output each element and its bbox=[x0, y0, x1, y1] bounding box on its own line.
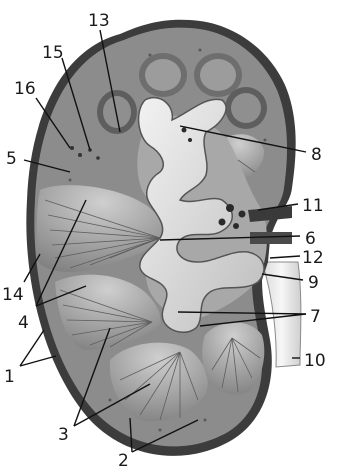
label-1: 1 bbox=[4, 367, 15, 387]
label-2: 2 bbox=[118, 451, 129, 469]
label-5: 5 bbox=[6, 149, 17, 169]
label-16: 16 bbox=[14, 79, 36, 99]
label-9: 9 bbox=[308, 273, 319, 293]
label-15: 15 bbox=[42, 43, 64, 63]
label-12: 12 bbox=[302, 248, 324, 268]
label-4: 4 bbox=[18, 313, 29, 333]
label-7: 7 bbox=[310, 307, 321, 327]
label-13: 13 bbox=[88, 11, 110, 31]
label-6: 6 bbox=[305, 229, 316, 249]
label-10: 10 bbox=[304, 351, 326, 371]
label-14: 14 bbox=[2, 285, 24, 305]
label-8: 8 bbox=[311, 145, 322, 165]
label-3: 3 bbox=[58, 425, 69, 445]
label-11: 11 bbox=[302, 196, 324, 216]
